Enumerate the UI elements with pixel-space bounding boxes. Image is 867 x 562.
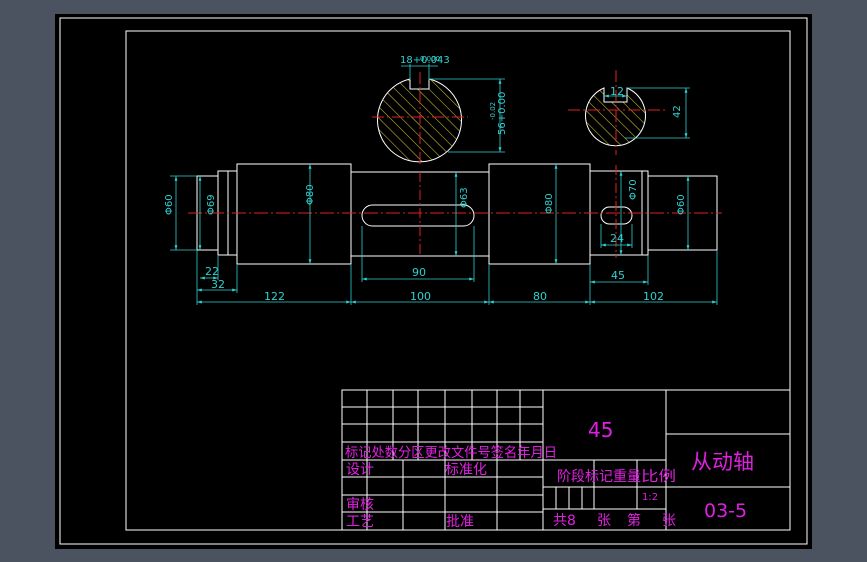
len-label-122: 122 bbox=[264, 290, 285, 303]
tb-scale: 1:2 bbox=[642, 492, 658, 503]
len-label-22: 22 bbox=[205, 265, 219, 278]
dia-label-3: Φ80 bbox=[305, 184, 316, 205]
tb-headers: 标记处数分区更改文件号签名年月日 bbox=[345, 444, 557, 461]
dia-label-5: Φ80 bbox=[544, 193, 555, 214]
dia-label-7: Φ60 bbox=[676, 194, 687, 215]
small-section-width: 12 bbox=[610, 85, 624, 98]
diameter-dimensions bbox=[170, 164, 690, 264]
outer-border bbox=[59, 17, 808, 545]
tb-drawing-number: 03-5 bbox=[704, 500, 747, 522]
small-section-view: 12 42 bbox=[568, 70, 690, 155]
len-label-32: 32 bbox=[211, 278, 225, 291]
tb-sheet-end: 张 bbox=[662, 513, 676, 529]
tb-weight: 重量 bbox=[613, 469, 641, 485]
dia-label-6: Φ70 bbox=[628, 179, 639, 200]
dia-label-4: Φ63 bbox=[459, 187, 470, 208]
len-label-80: 80 bbox=[533, 290, 547, 303]
length-dimensions bbox=[196, 224, 718, 305]
tb-stage-mark: 阶段标记 bbox=[557, 469, 613, 485]
tb-design: 设计 bbox=[346, 462, 374, 478]
title-block bbox=[341, 389, 791, 531]
tb-stage-weight-ratio: 阶段标记 重量 比例 bbox=[557, 469, 676, 485]
tb-review: 审核 bbox=[346, 497, 374, 513]
tb-process: 工艺 bbox=[346, 514, 374, 530]
tb-total-sheets: 共8 bbox=[553, 513, 576, 529]
dia-label-2: Φ69 bbox=[206, 194, 217, 215]
len-label-key45: 45 bbox=[611, 269, 625, 282]
len-label-100: 100 bbox=[410, 290, 431, 303]
len-label-key24: 24 bbox=[610, 232, 624, 245]
keyway-section-view: 18+0.043 0.000 56+0.00 -0.02 bbox=[372, 55, 508, 165]
tb-material: 45 bbox=[588, 418, 613, 442]
keyway-width-tolerance-low: 0.000 bbox=[420, 55, 440, 63]
dia-label-1: Φ60 bbox=[164, 194, 175, 215]
tb-standardize: 标准化 bbox=[445, 462, 487, 478]
keyway-depth-tolerance: 56+0.00 bbox=[497, 92, 508, 135]
tb-sheet-no: 张 第 bbox=[597, 512, 641, 529]
tb-ratio: 比例 bbox=[641, 469, 676, 485]
keyway-width-tolerance: 18+0.043 bbox=[400, 55, 450, 66]
tb-approve: 批准 bbox=[446, 514, 474, 530]
len-label-102: 102 bbox=[643, 290, 664, 303]
keyway-depth-tolerance-low: -0.02 bbox=[489, 102, 497, 120]
len-label-key90: 90 bbox=[412, 266, 426, 279]
tb-part-name: 从动轴 bbox=[691, 450, 754, 474]
small-section-depth: 42 bbox=[672, 105, 683, 118]
keyway-slot-large bbox=[361, 204, 475, 227]
